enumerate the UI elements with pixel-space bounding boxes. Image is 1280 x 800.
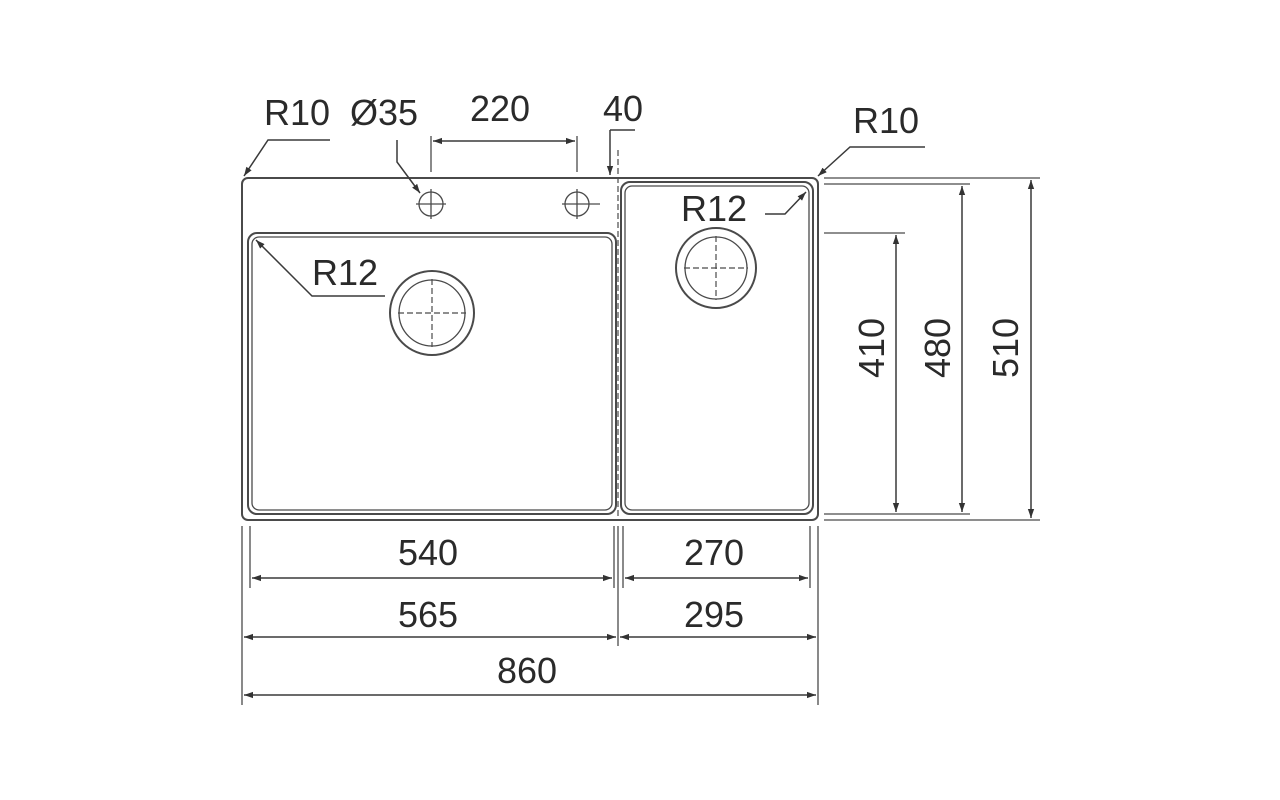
left-bowl-outer <box>247 232 617 515</box>
dim-295-label: 295 <box>684 594 744 635</box>
left-bowl-inner <box>251 236 613 511</box>
dim-510-label: 510 <box>985 318 1026 378</box>
r10-right-label: R10 <box>853 100 919 141</box>
tap-hole-right <box>562 189 600 219</box>
dim-410-label: 410 <box>851 318 892 378</box>
dim-565-label: 565 <box>398 594 458 635</box>
right-drain <box>675 227 757 309</box>
r12-left-label: R12 <box>312 252 378 293</box>
right-bowl-inner <box>624 185 810 511</box>
dim-220-label: 220 <box>470 88 530 129</box>
r10-left-label: R10 <box>264 92 330 133</box>
r10-left-leader <box>243 139 330 177</box>
dim-270-label: 270 <box>684 532 744 573</box>
dim-860-label: 860 <box>497 650 557 691</box>
d35-leader <box>396 140 421 194</box>
tap-hole-left <box>416 189 446 219</box>
r12-left-leader <box>255 239 385 297</box>
d35-label: Ø35 <box>350 92 418 133</box>
sink-outline <box>241 177 819 521</box>
r12-right-leader <box>765 191 807 215</box>
dim-480-label: 480 <box>917 318 958 378</box>
dim-540-label: 540 <box>398 532 458 573</box>
right-bowl-outer <box>620 181 814 515</box>
dim-40-label: 40 <box>603 88 643 129</box>
r12-right-label: R12 <box>681 188 747 229</box>
r10-right-leader <box>817 146 925 177</box>
left-drain <box>389 270 475 356</box>
